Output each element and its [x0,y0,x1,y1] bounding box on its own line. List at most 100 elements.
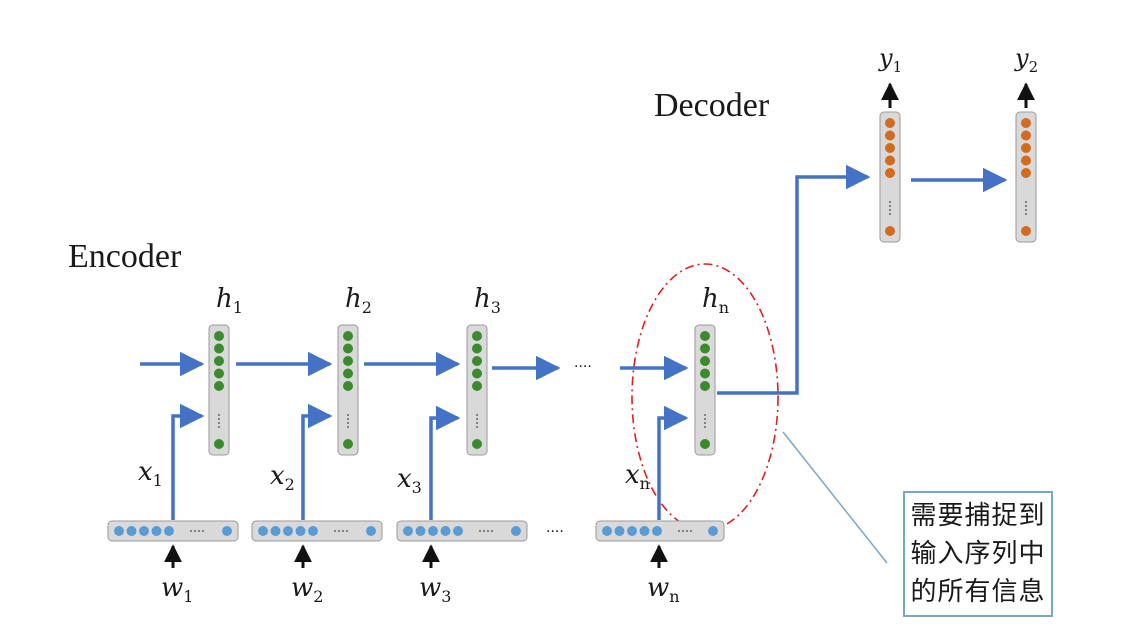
decoder-state-2-dots [1025,201,1027,203]
h-label-4-base: h [702,284,719,314]
decoder-state-2-dots [1025,213,1027,215]
decoder-state-2-dots [1025,209,1027,211]
context-to-decoder-arrow [717,164,871,395]
y-label-2-base: y [1014,44,1029,72]
hidden-state-1-unit [214,331,224,341]
embedding-4-dots [686,530,688,532]
embedding-2-unit [295,526,306,536]
y-label-1-sub: 1 [893,58,903,76]
embedding-3-unit [415,526,426,536]
decoder-state-1-unit [885,130,895,141]
hidden-state-4-unit [700,381,710,391]
hidden-state-4-dots [704,414,706,416]
embedding-4-unit [652,526,662,536]
hidden-state-2-unit-last [343,439,353,449]
x-label-4: xn [625,460,650,493]
x-label-2-base: x [270,461,285,491]
w-label-2-sub: 2 [313,587,323,606]
hidden-state-2-unit [343,356,353,366]
encoder-embeddings [107,520,725,542]
embedding-4-dots [678,530,680,532]
h-label-1-sub: 1 [233,298,243,317]
embedding-4-unit [614,526,625,536]
elbow-x3 [429,405,461,520]
hidden-state-2-unit [343,368,353,379]
decoder-state-2-dots [1025,205,1027,207]
embedding-2-dots [342,530,344,532]
decoder-state-1-unit-last [885,226,895,236]
embedding-2-unit [308,526,318,536]
h-label-2: h2 [345,284,372,317]
embedding-4-unit [639,526,650,536]
embedding-4 [595,520,725,542]
hidden-state-3-dots [476,426,478,428]
y-label-2: y2 [1014,44,1038,76]
encoder-title: Encoder [68,238,182,275]
w-label-2: w2 [291,573,323,606]
hidden-state-1-dots [218,418,220,420]
decoder-state-2-unit [1021,155,1031,166]
embedding-3-unit [403,526,413,536]
y-label-2-sub: 2 [1029,58,1039,76]
hidden-state-3-unit [472,368,482,379]
embedding-1-dots [198,530,200,532]
decoder-state-2-unit [1021,130,1031,141]
decoder-state-1-unit [885,143,895,153]
h-label-4: hn [702,284,729,317]
hidden-state-4-unit [700,356,710,366]
embedding-3-dots [483,530,485,532]
x-label-1-base: x [138,457,153,487]
decoder-state-1-unit [885,118,895,128]
embedding-1-dots [194,530,196,532]
decoder-title: Decoder [654,87,770,124]
w-label-4-base: w [647,573,669,603]
w-label-3: w3 [419,573,451,606]
note-line-2: 输入序列中 [910,539,1046,569]
x-label-2: x2 [270,461,295,494]
hidden-state-1-unit [214,356,224,366]
encoder-hidden-states [208,324,716,456]
w-label-1: w1 [161,573,193,606]
hidden-state-2-dots [347,414,349,416]
embedding-3-unit [453,526,463,536]
note-line-3: 的所有信息 [910,577,1046,607]
embedding-1-dots [190,530,192,532]
embedding-2-dots [346,530,348,532]
embedding-2-unit [270,526,281,536]
x-label-3-sub: 3 [412,478,422,497]
hidden-state-3-dots [476,422,478,424]
embedding-4-dots [682,530,684,532]
embedding-3 [396,520,528,542]
hidden-state-3-unit [472,331,482,341]
hidden-state-2-dots [347,422,349,424]
hidden-state-4-unit-last [700,439,710,449]
h-label-2-base: h [345,284,362,314]
decoder-states [879,111,1037,243]
hidden-state-2-dots [347,418,349,420]
embedding-1-dots [202,530,204,532]
h-label-2-sub: 2 [362,298,372,317]
decoder-state-1-unit [885,168,895,178]
h-label-3-sub: 3 [491,298,501,317]
gap-ellipsis-top: ···· [574,359,592,375]
x-label-4-base: x [625,460,640,490]
hidden-state-3-unit [472,343,482,354]
hidden-state-1-unit [214,343,224,354]
h-label-3: h3 [474,284,501,317]
embedding-1-unit [126,526,137,536]
decoder-state-2-unit [1021,118,1031,128]
hidden-state-4-dots [704,426,706,428]
embedding-1-unit [164,526,174,536]
note-line-1: 需要捕捉到 [910,501,1046,531]
h-label-1-base: h [216,284,233,314]
hidden-state-4-unit [700,368,710,379]
decoder-state-1-dots [889,209,891,211]
elbow-xn [657,405,689,520]
x-label-2-sub: 2 [285,475,295,494]
h-label-4-sub: n [719,298,729,317]
h-label-3-base: h [474,284,491,314]
embedding-1-unit [114,526,124,536]
embedding-2-unit [258,526,268,536]
